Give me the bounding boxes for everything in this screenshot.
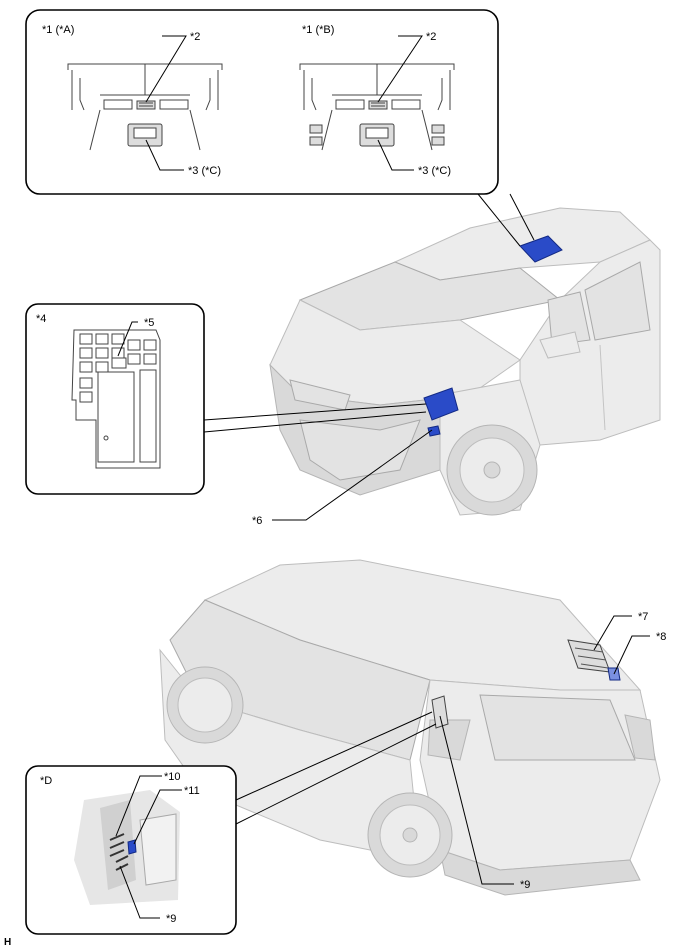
- roof-antenna-part: [567, 639, 611, 673]
- rear-quarter-callout: *D *10 *11 *9: [25, 711, 437, 935]
- overhead-console-diagram-b: [299, 63, 455, 151]
- overhead-console-callout: *1 (*A) *2 *3 (*C) *1 (*B) *2 *3 (*C): [25, 9, 535, 247]
- junction-block-part: [423, 387, 459, 421]
- sensor-part: [427, 425, 441, 437]
- callout-5: *5: [144, 317, 154, 329]
- callout-d: *D: [40, 775, 52, 787]
- title-console-a: *1 (*A): [42, 24, 74, 36]
- leader-6: [272, 429, 433, 521]
- leader-9: [439, 715, 514, 885]
- junction-block-callout: *4 *5: [25, 303, 427, 495]
- callout-7: *7: [638, 611, 648, 623]
- figure-code: H: [4, 937, 11, 948]
- title-console-b: *1 (*B): [302, 24, 334, 36]
- overhead-console-part: [519, 235, 563, 263]
- callout-2-a: *2: [190, 31, 200, 43]
- callout-6: *6: [252, 515, 262, 527]
- leader-7: [593, 615, 632, 651]
- callout-3-a: *3 (*C): [188, 165, 221, 177]
- vehicle-front-view: [269, 207, 661, 516]
- callout-2-b: *2: [426, 31, 436, 43]
- callout-3-b: *3 (*C): [418, 165, 451, 177]
- callout-10: *10: [164, 771, 181, 783]
- callout-8: *8: [656, 631, 666, 643]
- leader-8: [613, 635, 650, 675]
- rear-quarter-detail: [74, 790, 180, 905]
- callout-11: *11: [184, 785, 200, 797]
- overhead-console-diagram-a: [67, 63, 223, 151]
- callout-9-detail: *9: [166, 913, 176, 925]
- junction-block-diagram: [71, 329, 161, 469]
- callout-9: *9: [520, 879, 530, 891]
- c-pillar-part: [431, 695, 449, 729]
- callout-4: *4: [36, 313, 46, 325]
